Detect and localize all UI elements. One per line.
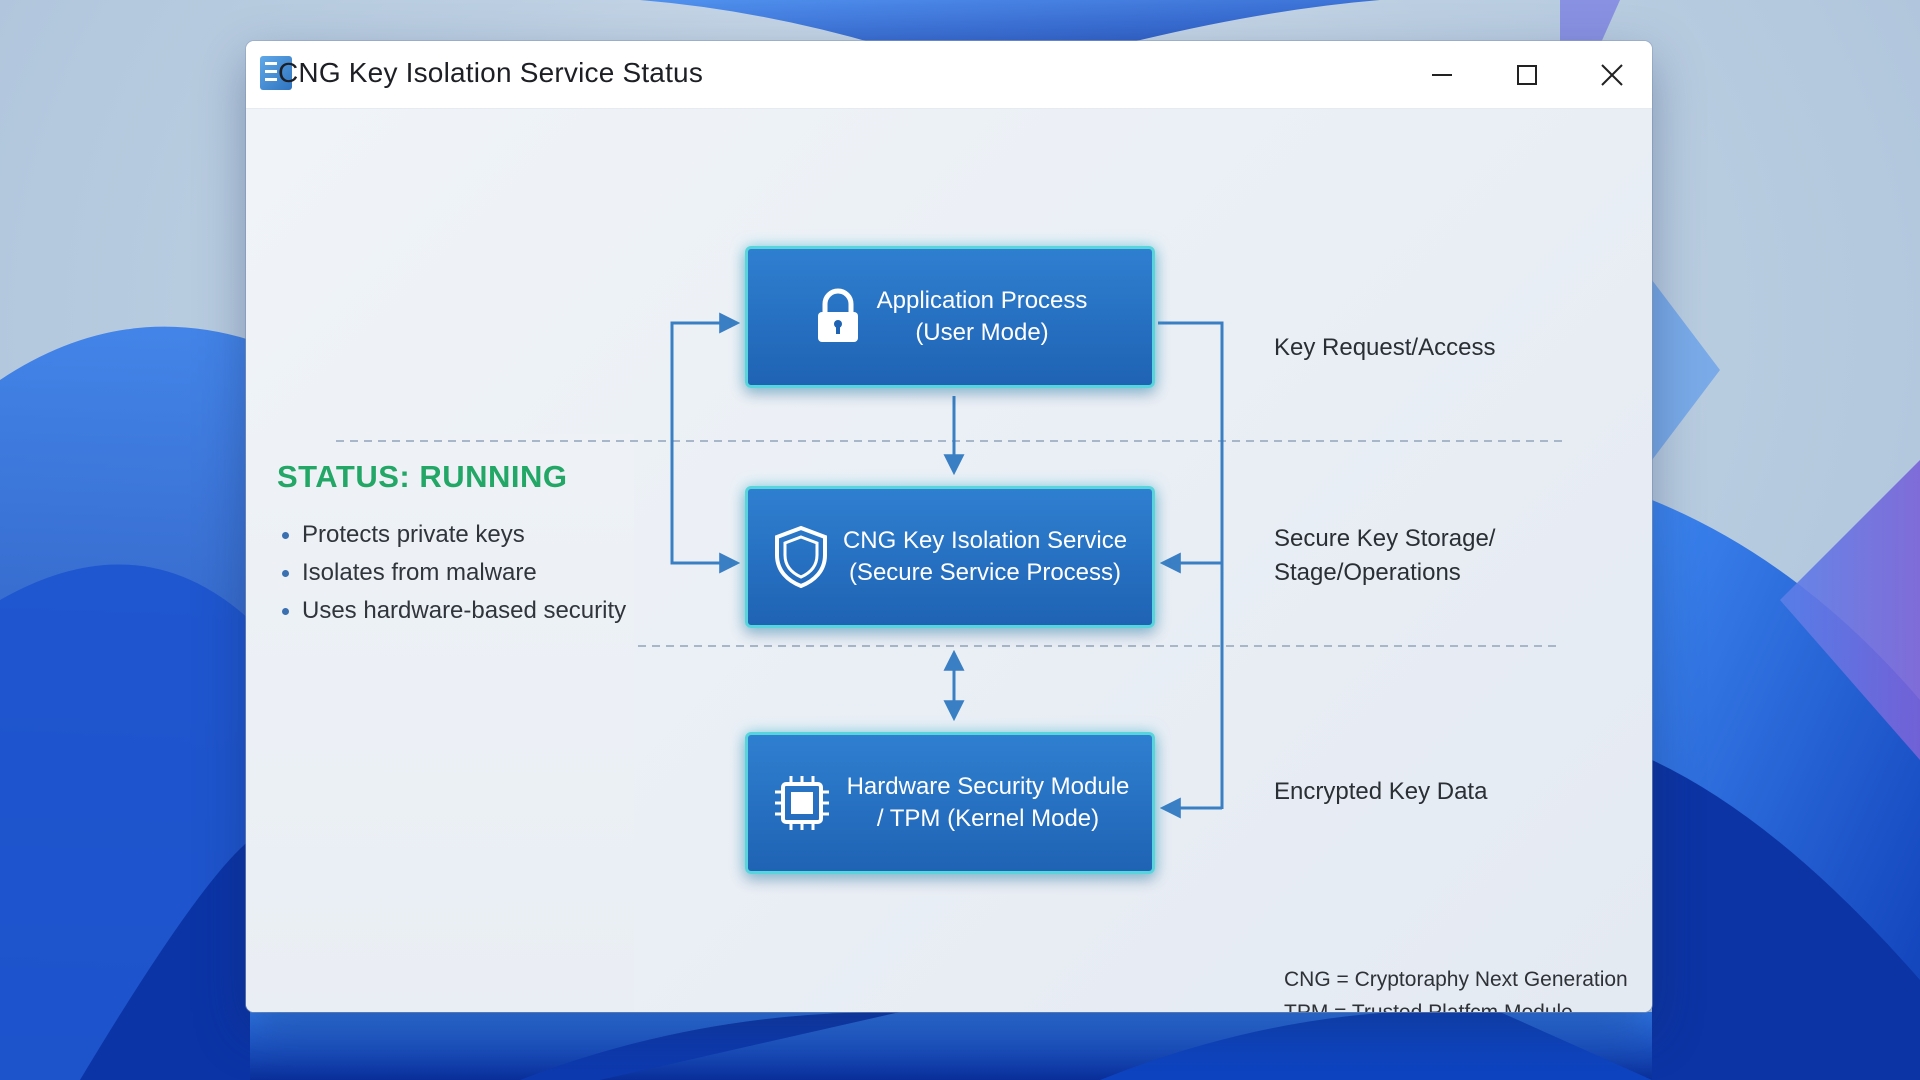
right-bus-connector — [1158, 321, 1224, 809]
encrypted-key-data-label: Encrypted Key Data — [1274, 775, 1487, 809]
maximize-button[interactable] — [1492, 49, 1562, 101]
legend-tpm: TPM = Trusted Platfcm Module — [1284, 996, 1628, 1012]
node-subtitle: (Secure Service Process) — [848, 559, 1122, 586]
status-running-label: STATUS: RUNNING — [277, 459, 568, 494]
side-label-line: Encrypted Key Data — [1274, 778, 1488, 805]
window-content: STATUS: RUNNING Protects private keys Is… — [246, 109, 1652, 1012]
node-title: Application Process — [876, 287, 1088, 314]
title-bar[interactable]: CNG Key Isolation Service Status — [246, 41, 1652, 109]
hardware-security-module-node[interactable]: Hardware Security Module / TPM (Kernel M… — [745, 732, 1155, 874]
shield-icon — [774, 525, 827, 589]
minimize-button[interactable] — [1407, 49, 1477, 101]
node-subtitle: / TPM (Kernel Mode) — [876, 805, 1100, 832]
close-button[interactable] — [1577, 49, 1647, 101]
side-label-line: Secure Key Storage/ — [1274, 525, 1496, 552]
legend-cng: CNG = Cryptoraphy Next Generation — [1284, 968, 1628, 991]
feature-item: Uses hardware-based security — [282, 592, 626, 630]
application-process-node[interactable]: Application Process (User Mode) — [745, 246, 1155, 388]
maximize-icon — [1517, 65, 1537, 85]
feature-item: Protects private keys — [282, 516, 626, 554]
feature-item: Isolates from malware — [282, 554, 626, 592]
acronym-legend: CNG = Cryptoraphy Next Generation TPM = … — [1284, 963, 1628, 1012]
status-feature-list: Protects private keys Isolates from malw… — [282, 516, 626, 630]
node-title: Hardware Security Module — [846, 773, 1130, 800]
cng-key-isolation-service-node[interactable]: CNG Key Isolation Service (Secure Servic… — [745, 486, 1155, 628]
left-loop-connector — [670, 312, 741, 565]
side-label-line: Key Request/Access — [1274, 334, 1496, 361]
minimize-icon — [1432, 74, 1452, 76]
status-panel — [246, 434, 634, 1012]
service-status-window: CNG Key Isolation Service Status STATUS:… — [246, 41, 1652, 1012]
close-icon — [1601, 64, 1623, 86]
chip-icon — [774, 776, 829, 830]
node-subtitle: (User Mode) — [915, 319, 1049, 346]
secure-key-storage-label: Secure Key Storage/ Stage/Operations — [1274, 522, 1495, 590]
app-icon — [260, 56, 292, 90]
node-title: CNG Key Isolation Service — [842, 527, 1128, 554]
side-label-line: Stage/Operations — [1274, 559, 1461, 586]
lock-icon — [817, 288, 858, 342]
architecture-connectors — [336, 312, 1562, 819]
window-title: CNG Key Isolation Service Status — [278, 57, 704, 88]
key-request-label: Key Request/Access — [1274, 331, 1495, 365]
